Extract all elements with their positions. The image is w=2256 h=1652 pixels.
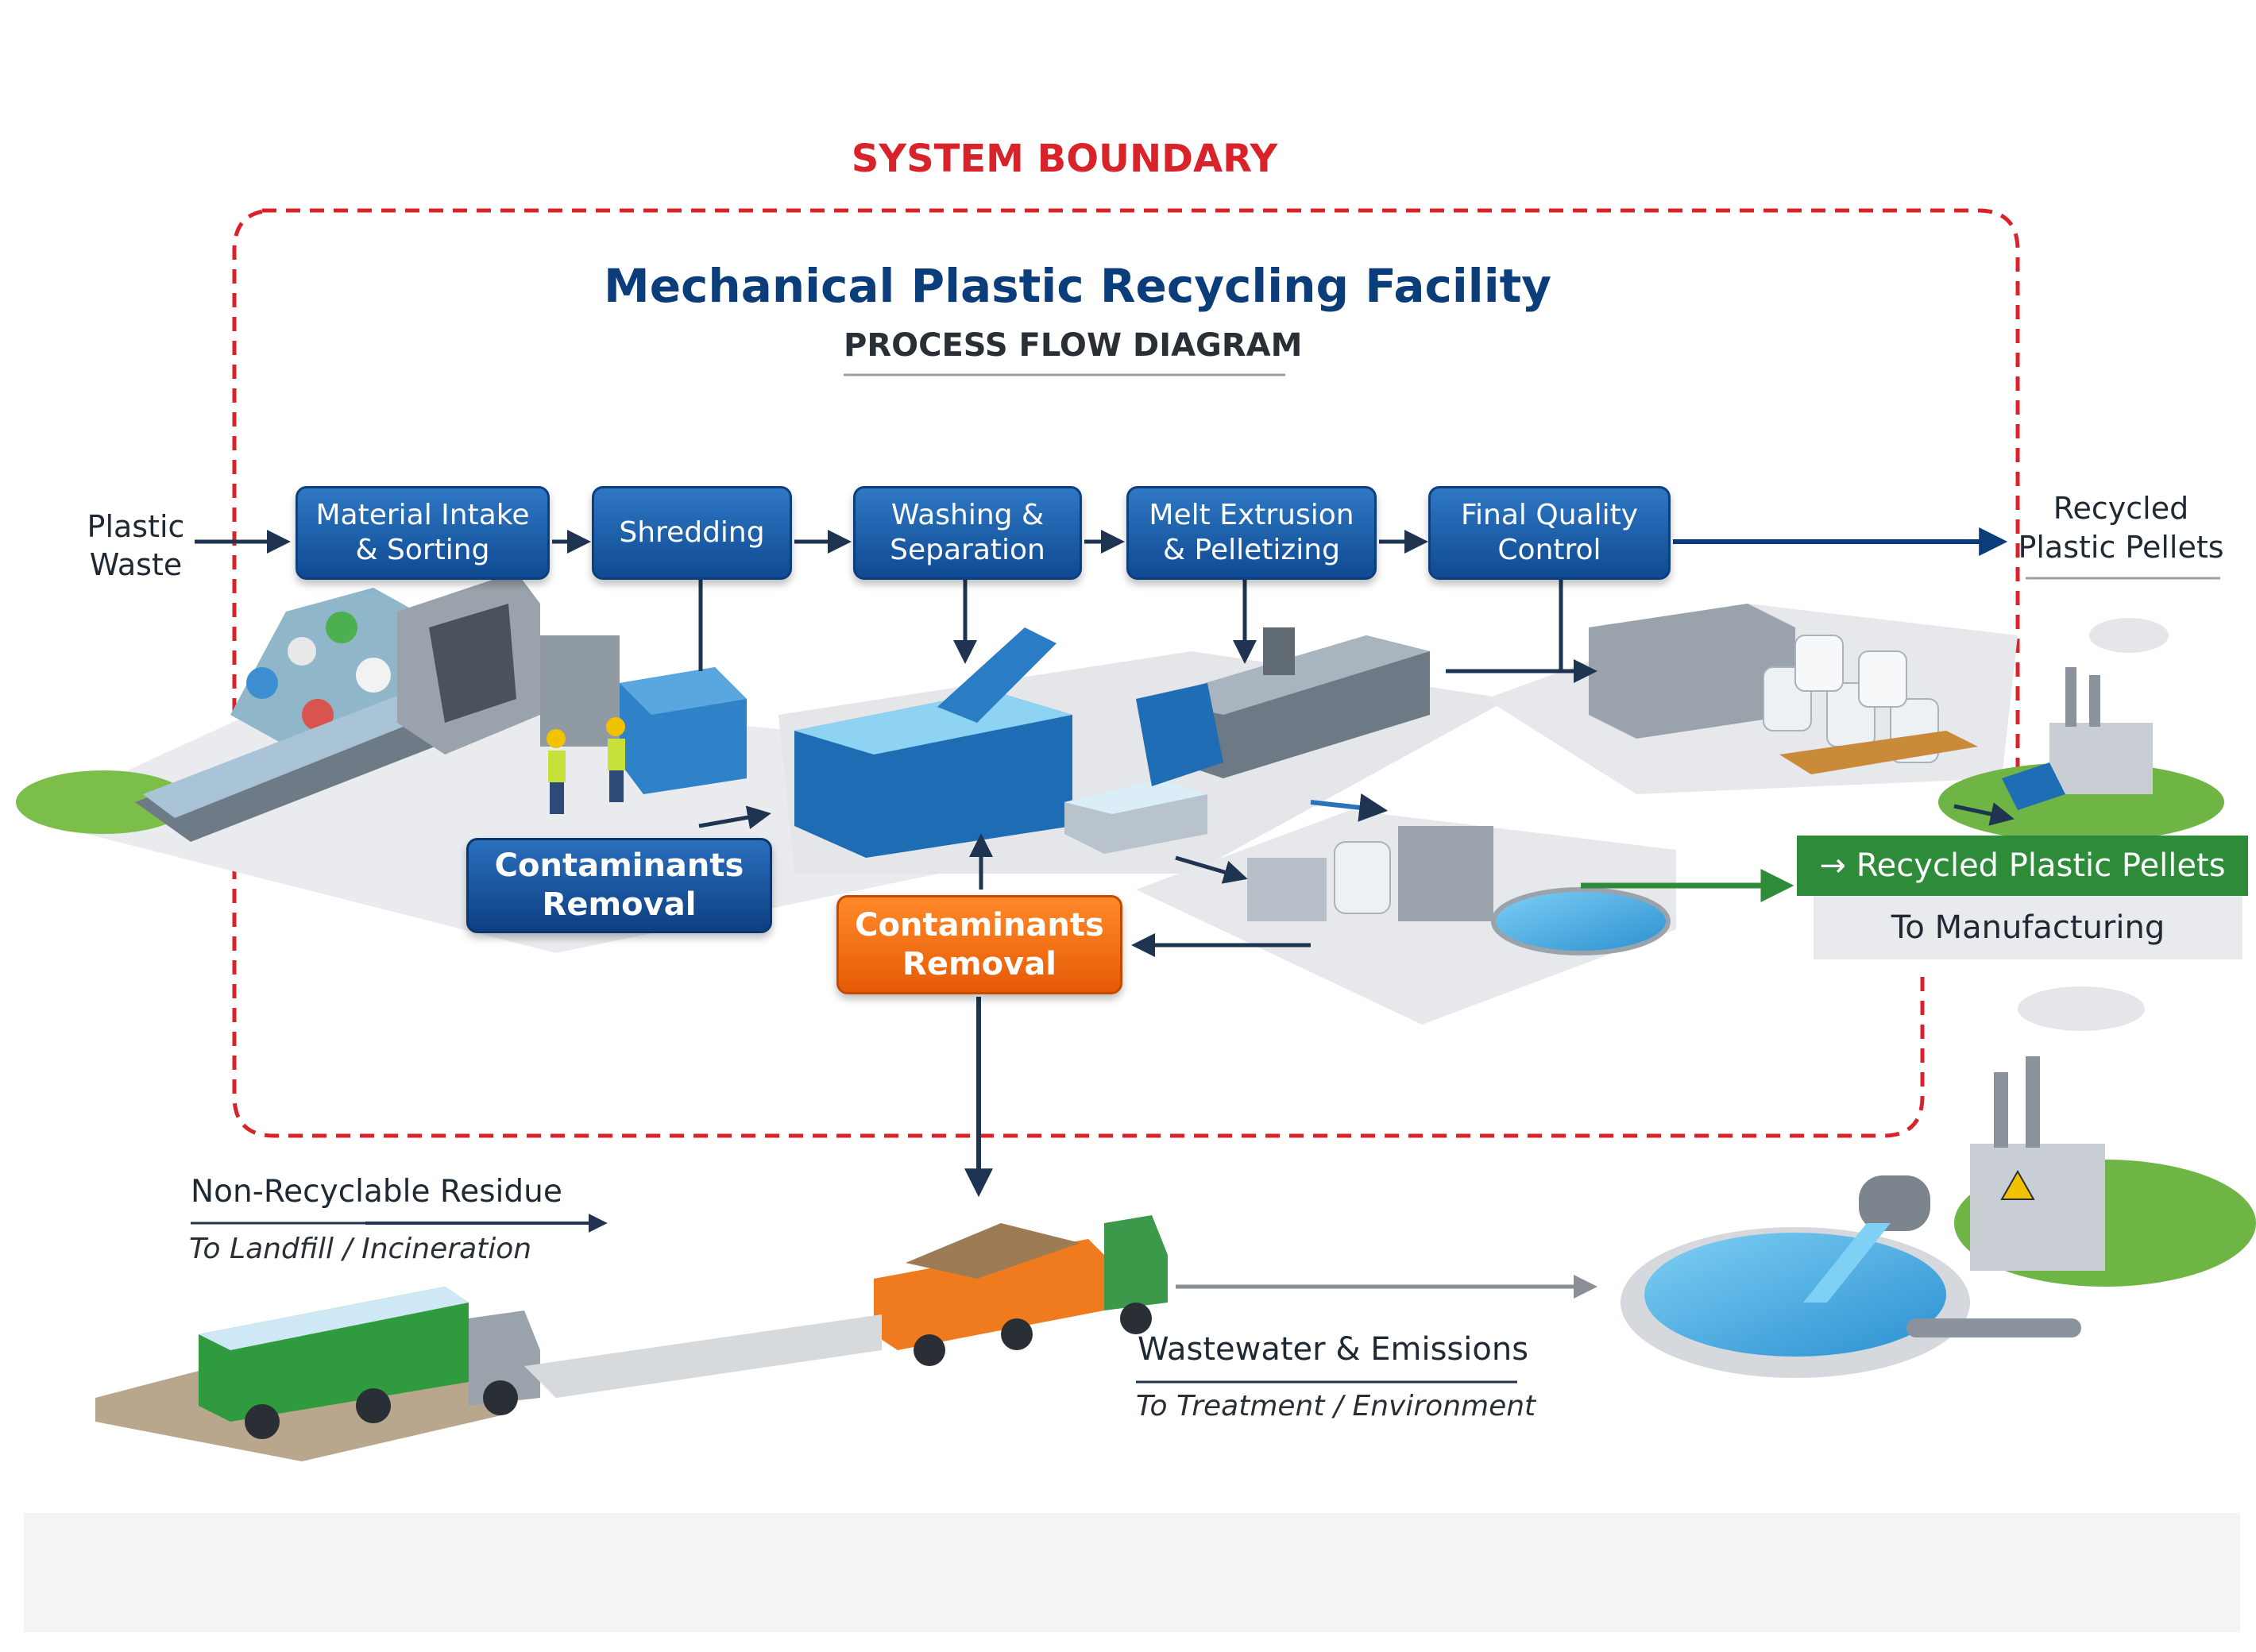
landfill-truck xyxy=(95,1287,540,1461)
diagram-subtitle: PROCESS FLOW DIAGRAM xyxy=(844,327,1303,364)
pallet xyxy=(1779,731,1978,774)
extruder-hopper xyxy=(1263,627,1295,675)
washing-conveyor xyxy=(937,627,1057,723)
right-arrow-icon: → xyxy=(1819,847,1846,884)
pellets-banner-bg xyxy=(1797,836,2248,896)
arrow-to-washing-platform xyxy=(698,805,771,829)
footer-strip xyxy=(24,1513,2240,1632)
wastewater-title: Wastewater & Emissions xyxy=(1138,1331,1529,1368)
process-box-washing: Washing & Separation xyxy=(853,486,1082,580)
contaminants-removal-box-orange: Contaminants Removal xyxy=(836,895,1122,994)
road-segment xyxy=(524,1314,882,1398)
process-box-extrusion: Melt Extrusion & Pelletizing xyxy=(1126,486,1377,580)
process-box-shredding: Shredding xyxy=(592,486,792,580)
pellets-banner-label: Recycled Plastic Pellets xyxy=(1856,847,2226,884)
pellets-banner-text: → Recycled Plastic Pellets xyxy=(1797,836,2248,896)
system-boundary-label: SYSTEM BOUNDARY xyxy=(851,137,1278,181)
residue-subtitle: To Landfill / Incineration xyxy=(189,1233,532,1265)
arrow-to-treatment-unit xyxy=(1175,855,1248,884)
arrow-into-treatment-unit xyxy=(1310,793,1389,822)
sorting-hood-opening xyxy=(429,604,516,723)
drop-qc xyxy=(1559,580,1597,683)
washing-water xyxy=(794,691,1072,755)
plastic-waste-label: Plastic Waste xyxy=(87,509,185,582)
to-manufacturing-label: To Manufacturing xyxy=(1891,909,2165,946)
process-box-quality-control: Final Quality Control xyxy=(1428,486,1671,580)
process-box-material-intake: Material Intake & Sorting xyxy=(296,486,550,580)
factory-chimney xyxy=(2065,667,2076,727)
residue-title: Non-Recyclable Residue xyxy=(191,1174,562,1210)
factory-chimney xyxy=(2089,675,2100,727)
recycled-pellets-label: Recycled Plastic Pellets xyxy=(2018,491,2224,565)
wastewater-subtitle: To Treatment / Environment xyxy=(1136,1390,1536,1422)
flake-bin-top xyxy=(1064,778,1207,814)
qc-building xyxy=(1589,604,1795,739)
manufacturing-banner-bg xyxy=(1814,896,2242,959)
pellet-truck xyxy=(2002,762,2065,810)
wastewater-treatment-plant xyxy=(1621,986,2145,1378)
contaminants-removal-box-blue: Contaminants Removal xyxy=(466,838,772,933)
extruder-control-unit xyxy=(1136,683,1223,786)
factory-building xyxy=(2049,723,2153,794)
system-boundary-frame xyxy=(232,208,2020,1138)
sorting-machine-top xyxy=(620,667,747,715)
worker-figure xyxy=(606,717,625,802)
grass-patch xyxy=(16,770,191,834)
residue-truck xyxy=(874,1215,1168,1366)
water-treatment-unit xyxy=(1247,826,1671,955)
diagram-title: Mechanical Plastic Recycling Facility xyxy=(604,259,1552,313)
arrow-to-factory xyxy=(1953,802,2015,826)
smoke-cloud xyxy=(2089,618,2169,653)
worker-figure xyxy=(547,729,566,814)
